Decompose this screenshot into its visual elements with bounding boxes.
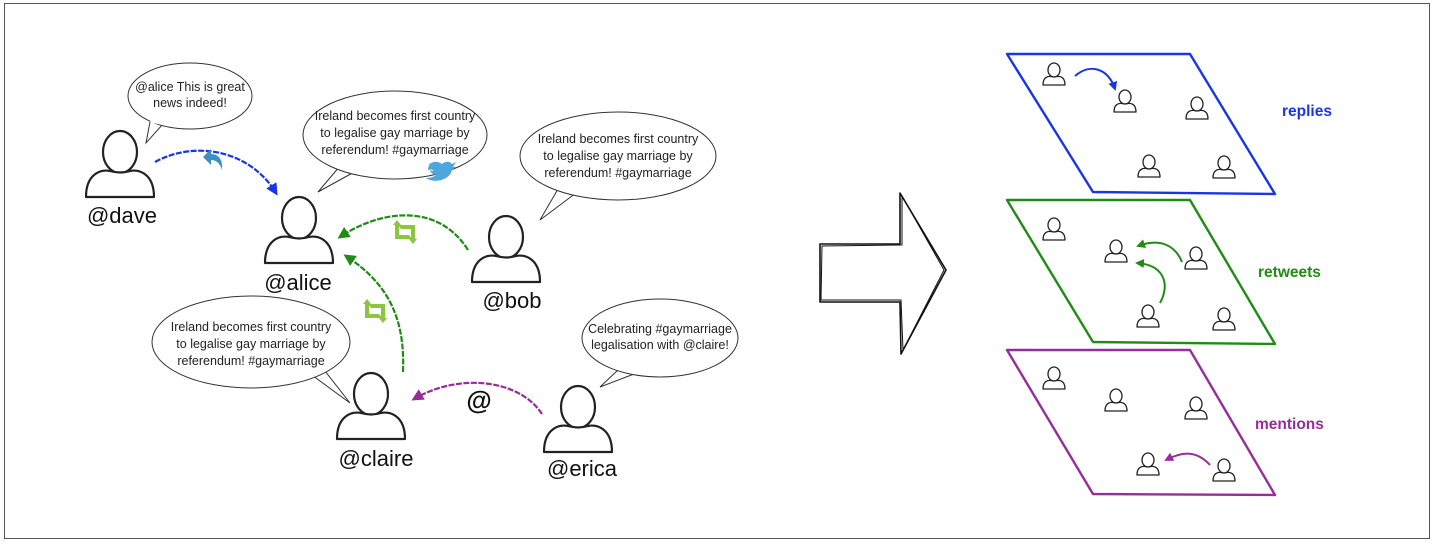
user-label-alice: @alice (264, 270, 332, 295)
person-icon (1137, 154, 1161, 178)
person-icon (1212, 458, 1236, 482)
bubble-text-claire-1: Ireland becomes first country (171, 320, 332, 334)
reply-edge-dave-alice (154, 149, 278, 196)
person-icon (1185, 96, 1209, 120)
person-icon (1042, 366, 1066, 390)
layer-label-mentions: mentions (1255, 416, 1324, 433)
layer-replies: replies (1005, 52, 1332, 196)
transform-arrow (819, 192, 947, 355)
bubble-text-erica-2: legalisation with @claire! (591, 338, 729, 352)
person-icon (1104, 239, 1128, 263)
retweet-edge-bob-alice (337, 214, 469, 251)
retweet-edge-claire-alice (343, 254, 405, 373)
layer-plane-retweets (1005, 198, 1277, 346)
bubble-text-erica-1: Celebrating #gaymarriage (588, 322, 732, 336)
layer-retweets: retweets (1005, 198, 1321, 346)
bubble-text-alice-3: referendum! #gaymarriage (321, 143, 468, 157)
person-icon (1184, 246, 1208, 270)
retweet-icon-claire (363, 299, 387, 323)
user-label-bob: @bob (482, 288, 541, 313)
mention-edge-erica-claire (411, 381, 543, 415)
layer-label-retweets: retweets (1258, 264, 1321, 281)
speech-bubble-bob: Ireland becomes first country to legalis… (519, 111, 717, 221)
person-icon (1113, 89, 1137, 113)
retweet-edge-layer-1 (1136, 239, 1183, 263)
user-label-erica: @erica (547, 456, 618, 481)
bubble-text-claire-3: referendum! #gaymarriage (177, 354, 324, 368)
layer-label-replies: replies (1282, 103, 1332, 120)
bubble-text-bob-3: referendum! #gaymarriage (544, 166, 691, 180)
layer-plane-mentions (1005, 348, 1277, 497)
mention-edge-layer (1164, 452, 1211, 466)
person-icon (1184, 396, 1208, 420)
layer-plane-replies (1005, 52, 1277, 196)
person-icon (84, 129, 156, 199)
bubble-text-dave-2: news indeed! (153, 96, 227, 110)
bubble-text-bob-1: Ireland becomes first country (538, 132, 699, 146)
twitter-bird-icon (426, 161, 456, 181)
user-dave: @dave (84, 129, 157, 228)
reply-edge-layer (1074, 67, 1118, 91)
person-icon (263, 195, 335, 265)
retweet-icon-bob (393, 220, 417, 244)
user-alice: @alice (263, 195, 335, 295)
person-icon (1212, 307, 1236, 331)
user-label-dave: @dave (87, 203, 157, 228)
speech-bubble-dave: @alice This is great news indeed! (127, 62, 253, 145)
bubble-text-dave-1: @alice This is great (135, 80, 245, 94)
mention-symbol: @ (466, 385, 491, 415)
person-icon (335, 371, 407, 441)
person-icon (1042, 62, 1066, 86)
speech-bubble-alice: Ireland becomes first country to legalis… (302, 90, 488, 193)
person-icon (1042, 217, 1066, 241)
reply-icon (203, 149, 223, 170)
bubble-text-alice-2: to legalise gay marriage by (320, 126, 470, 140)
speech-bubble-erica: Celebrating #gaymarriage legalisation wi… (581, 298, 739, 388)
user-erica: @erica (542, 384, 618, 481)
bubble-text-claire-2: to legalise gay marriage by (176, 337, 326, 351)
retweet-edge-layer-2 (1135, 259, 1166, 304)
figure-frame (4, 3, 1430, 539)
bubble-text-alice-1: Ireland becomes first country (315, 109, 476, 123)
person-icon (470, 214, 542, 284)
bubble-text-bob-2: to legalise gay marriage by (543, 149, 693, 163)
user-claire: @claire (335, 371, 414, 471)
user-label-claire: @claire (339, 446, 414, 471)
person-icon (1136, 304, 1160, 328)
speech-bubble-claire: Ireland becomes first country to legalis… (151, 295, 351, 404)
person-icon (1212, 155, 1236, 179)
layer-mentions: mentions (1005, 348, 1324, 497)
person-icon (542, 384, 614, 454)
user-bob: @bob (470, 214, 542, 313)
person-icon (1104, 388, 1128, 412)
person-icon (1136, 452, 1160, 476)
